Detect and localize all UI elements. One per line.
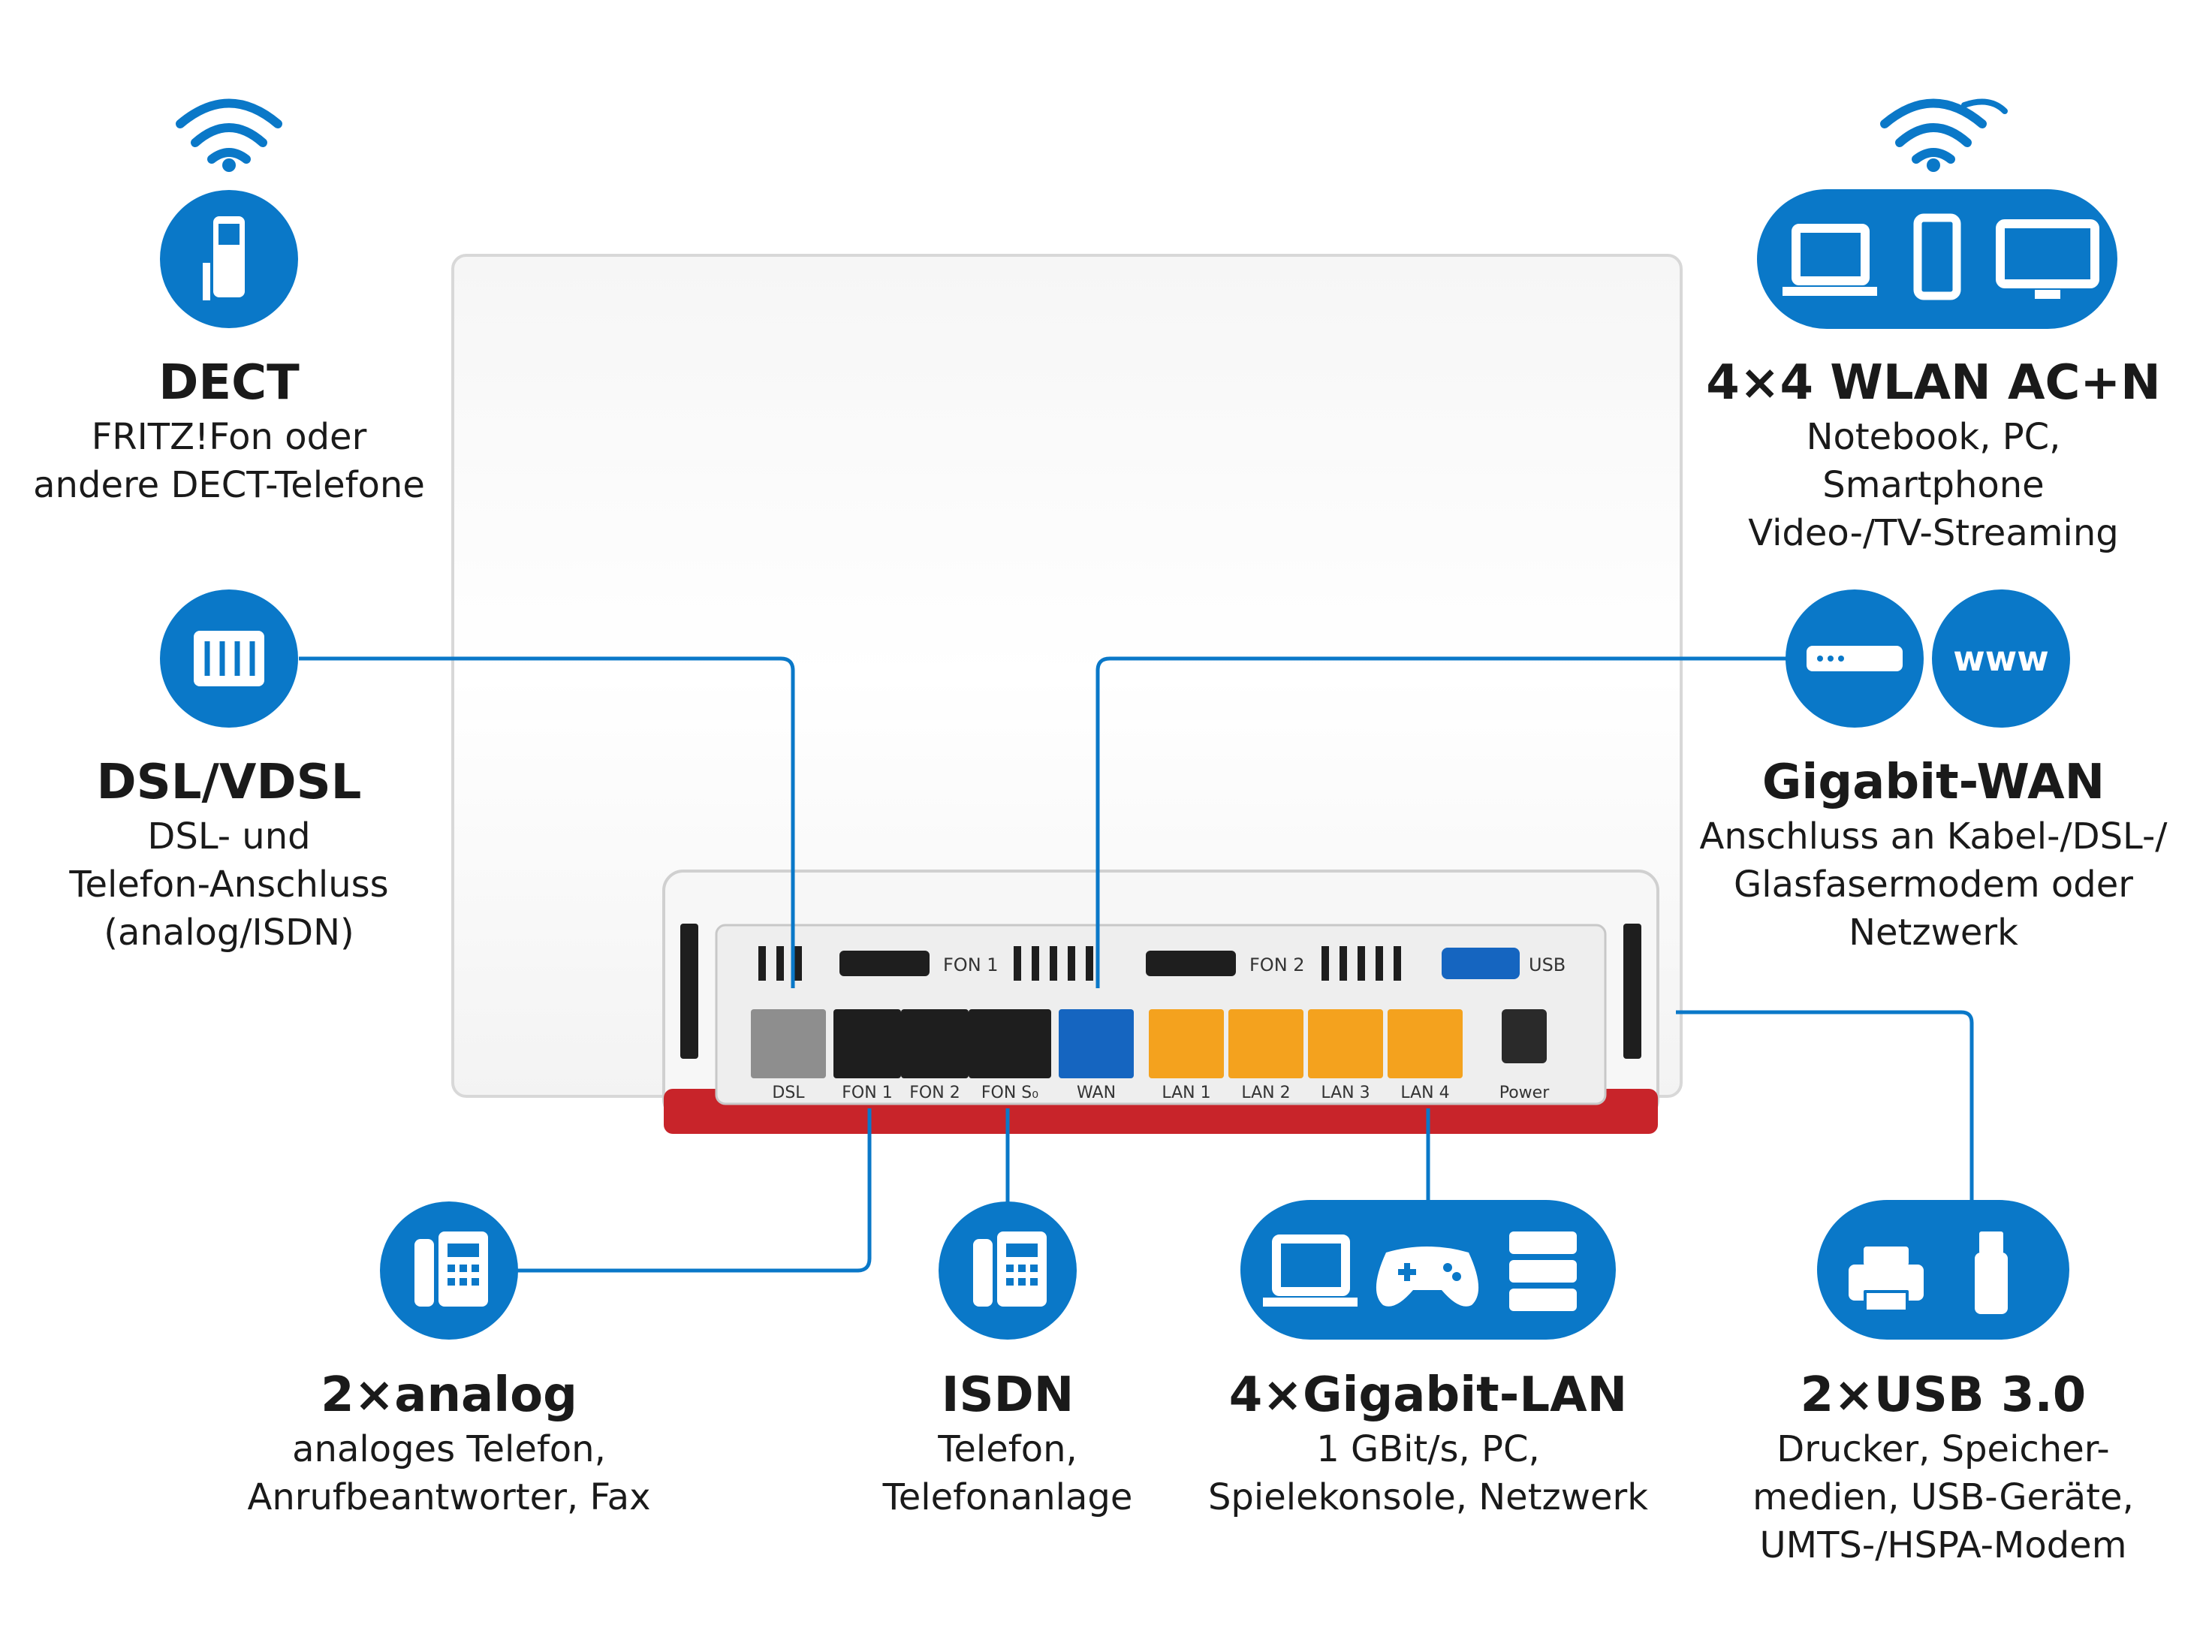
wlan-label: 4×4 WLAN AC+N Notebook, PC, Smartphone V… [1693, 353, 2174, 557]
analog-icon-group [380, 1201, 518, 1340]
dsl-icon-group [160, 589, 298, 728]
fon-port[interactable] [833, 1009, 901, 1078]
port-row: DSL FON 1 FON 2 FON S₀ WAN LAN 1 LAN 2 LAN 3 LAN… [751, 1009, 1550, 1102]
power-port[interactable] [1502, 1009, 1547, 1063]
dect-desc-2: andere DECT-Telefone [33, 464, 425, 506]
wlan-desc-1: Notebook, PC, Smartphone [1806, 416, 2061, 506]
usb-connector-line [1676, 1010, 1974, 1216]
usb-stick-icon [1975, 1231, 2008, 1314]
desk-phone-icon [973, 1231, 1047, 1307]
modem-icon [1807, 646, 1903, 671]
lan-desc-2: Spielekonsole, Netzwerk [1207, 1476, 1649, 1518]
isdn-icon-group [939, 1201, 1077, 1340]
laptop-icon [1783, 224, 1877, 296]
wan-title: Gigabit-WAN [1761, 755, 2105, 810]
wan-connector-line [1095, 656, 1796, 988]
connector-lines [299, 656, 1974, 1273]
wifi-icon [1880, 98, 2008, 164]
usb-desc-2: medien, USB-Geräte, [1752, 1476, 2134, 1518]
dsl-socket-icon [194, 631, 264, 686]
usb-label: 2×USB 3.0 Drucker, Speicher- medien, USB… [1703, 1365, 2183, 1569]
lan-port[interactable] [1228, 1009, 1303, 1078]
monitor-icon [1996, 219, 2099, 299]
gamepad-icon [1376, 1247, 1479, 1307]
isdn-desc-2: Telefonanlage [882, 1476, 1133, 1518]
port-label: DSL [772, 1084, 805, 1102]
lan-title: 4×Gigabit-LAN [1228, 1367, 1628, 1423]
server-icon [1509, 1231, 1577, 1311]
port-label: FON S₀ [981, 1084, 1038, 1102]
analog-desc-1: analoges Telefon, [292, 1428, 606, 1470]
dsl-title: DSL/VDSL [96, 755, 362, 810]
dsl-port[interactable] [751, 1009, 826, 1078]
usb-top-label: USB [1529, 954, 1566, 975]
wan-icon-group: www [1786, 589, 2070, 728]
fon1-top-label: FON 1 [943, 954, 999, 975]
dect-label: DECT FRITZ!Fon oder andere DECT-Telefone [0, 353, 469, 509]
desk-phone-icon [414, 1231, 488, 1307]
port-label: LAN 3 [1321, 1084, 1370, 1102]
usb-desc-1: Drucker, Speicher- [1777, 1428, 2110, 1470]
wifi-icon [176, 98, 282, 164]
lan-port[interactable] [1149, 1009, 1224, 1078]
dsl-label: DSL/VDSL DSL- und Telefon-Anschluss (ana… [0, 752, 469, 957]
cordless-phone-icon [203, 216, 245, 300]
wlan-title: 4×4 WLAN AC+N [1706, 355, 2161, 411]
printer-icon [1849, 1247, 1924, 1313]
smartphone-icon [1913, 213, 1961, 300]
dsl-desc-1: DSL- und [147, 815, 311, 858]
isdn-desc-1: Telefon, [938, 1428, 1077, 1470]
analog-desc-2: Anrufbeantworter, Fax [247, 1476, 651, 1518]
port-label: LAN 4 [1400, 1084, 1449, 1102]
isdn-label: ISDN Telefon, Telefonanlage [767, 1365, 1248, 1521]
port-label: LAN 1 [1162, 1084, 1210, 1102]
lan-desc-1: 1 GBit/s, PC, [1316, 1428, 1540, 1470]
lan-icon-group [1240, 1200, 1616, 1340]
router-base: FON 1 FON 2 USB DSL FON 1 FON 2 FON S₀ WAN LA… [662, 870, 1659, 1134]
dect-desc-1: FRITZ!Fon oder [91, 416, 367, 458]
vent-slots [758, 946, 1401, 981]
wan-label: Gigabit-WAN Anschluss an Kabel-/DSL-/ Gl… [1693, 752, 2174, 957]
dect-title: DECT [158, 355, 300, 411]
analog-label: 2×analog analoges Telefon, Anrufbeantwor… [209, 1365, 689, 1521]
usb-desc-3: UMTS-/HSPA-Modem [1759, 1524, 2127, 1566]
wan-desc-3: Netzwerk [1849, 912, 2018, 954]
dsl-connector-line [299, 656, 795, 988]
dsl-desc-2: Telefon-Anschluss [69, 864, 389, 906]
usb-port[interactable] [1442, 948, 1520, 979]
port-label: LAN 2 [1241, 1084, 1290, 1102]
fon-port[interactable] [969, 1009, 1051, 1078]
port-label: FON 1 [842, 1084, 892, 1102]
wlan-desc-2: Video-/TV-Streaming [1748, 512, 2119, 554]
port-label: FON 2 [909, 1084, 960, 1102]
lan-port[interactable] [1308, 1009, 1383, 1078]
tae-fon2-socket[interactable] [1146, 951, 1236, 976]
analog-connector-line [511, 1108, 872, 1273]
dsl-desc-3: (analog/ISDN) [104, 912, 354, 954]
lan-port[interactable] [1388, 1009, 1463, 1078]
laptop-icon [1263, 1234, 1358, 1307]
wan-desc-2: Glasfasermodem oder [1734, 864, 2133, 906]
fon2-top-label: FON 2 [1249, 954, 1305, 975]
www-icon: www [1953, 638, 2049, 679]
tae-fon1-socket[interactable] [839, 951, 930, 976]
port-label: Power [1499, 1084, 1550, 1102]
dect-icon-group [160, 98, 298, 328]
wan-port[interactable] [1059, 1009, 1134, 1078]
usb-icon-group [1817, 1200, 2069, 1340]
fon-port[interactable] [901, 1009, 969, 1078]
usb-title: 2×USB 3.0 [1800, 1367, 2087, 1423]
analog-title: 2×analog [321, 1367, 577, 1423]
wan-desc-1: Anschluss an Kabel-/DSL-/ [1699, 815, 2168, 858]
lan-label: 4×Gigabit-LAN 1 GBit/s, PC, Spielekonsol… [1188, 1365, 1668, 1521]
port-label: WAN [1077, 1084, 1116, 1102]
isdn-title: ISDN [941, 1367, 1074, 1423]
wlan-icon-group [1757, 98, 2117, 329]
